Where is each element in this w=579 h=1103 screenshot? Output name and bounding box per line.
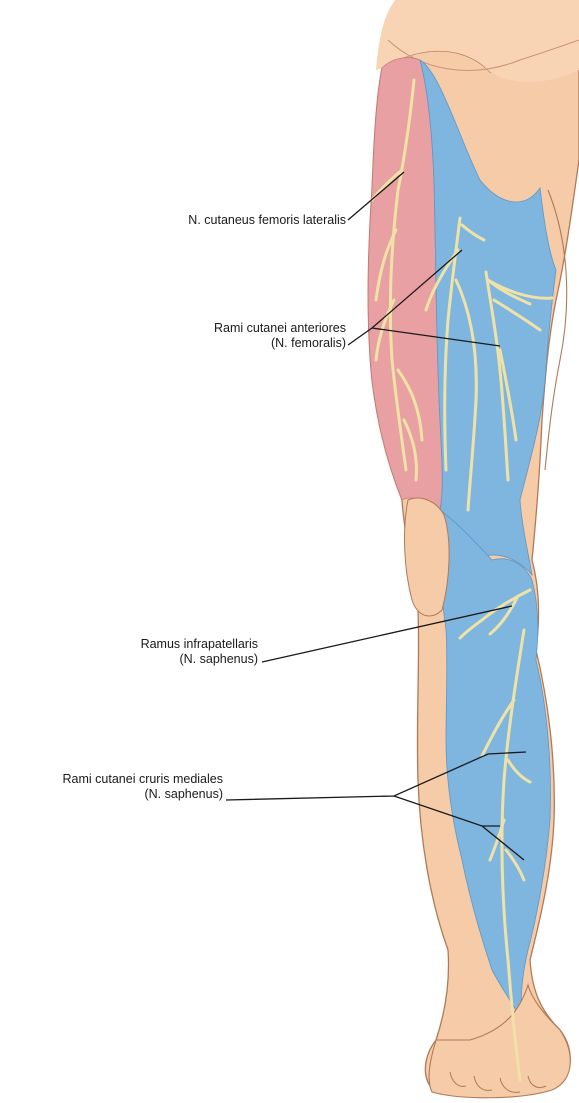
label-line: (N. saphenus) xyxy=(141,652,258,667)
label-line: Ramus infrapatellaris xyxy=(141,637,258,652)
patella-skin xyxy=(405,498,450,616)
label-line: (N. femoralis) xyxy=(214,336,346,351)
label-rami-cutanei-anteriores: Rami cutanei anteriores (N. femoralis) xyxy=(214,321,346,351)
label-ramus-infrapatellaris: Ramus infrapatellaris (N. saphenus) xyxy=(141,637,258,667)
label-line: Rami cutanei anteriores xyxy=(214,321,346,336)
label-line: N. cutaneus femoris lateralis xyxy=(188,213,346,228)
label-line: (N. saphenus) xyxy=(63,787,223,802)
label-rami-cutanei-cruris-mediales: Rami cutanei cruris mediales (N. saphenu… xyxy=(63,772,223,802)
label-cutaneus-femoris-lateralis: N. cutaneus femoris lateralis xyxy=(188,213,346,228)
label-line: Rami cutanei cruris mediales xyxy=(63,772,223,787)
